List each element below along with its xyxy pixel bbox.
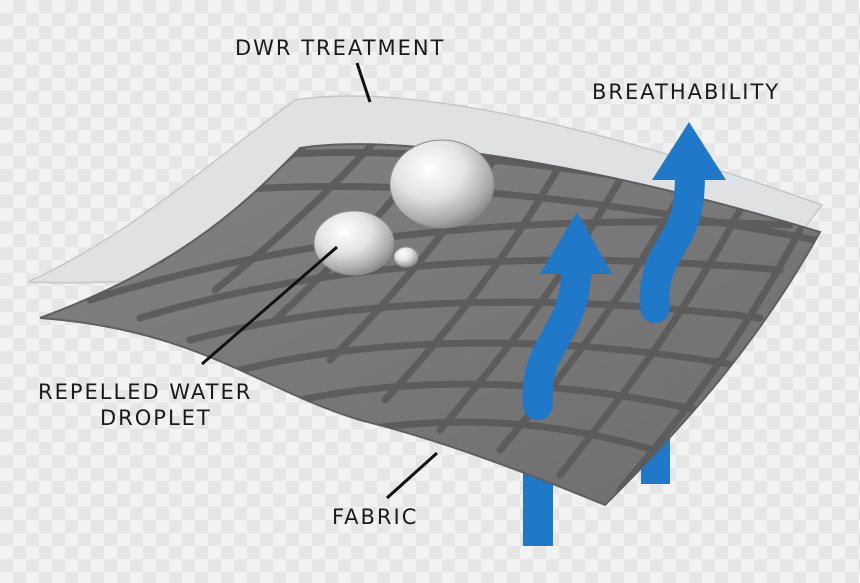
water-droplet-icon [313, 139, 495, 276]
dwr-leader-line [355, 62, 372, 103]
fabric-leader-line [385, 451, 439, 500]
weave-line [356, 418, 674, 459]
weave-line [556, 206, 744, 479]
weave-line [616, 226, 804, 494]
weave-line [496, 191, 684, 454]
fabric-label: FABRIC [332, 505, 418, 529]
weave-line [436, 176, 624, 434]
leader-lines [201, 62, 439, 500]
weave-line [211, 144, 389, 294]
arrow-shaft-left [522, 247, 592, 420]
droplet-label: DROPLET [100, 406, 212, 430]
dwr-treatment-label: DWR TREATMENT [235, 36, 445, 60]
arrow-head-right [652, 122, 726, 180]
small-water-droplet [393, 246, 419, 268]
fabric-layer [39, 143, 822, 507]
medium-water-droplet [313, 210, 395, 276]
repelled-water-label: REPELLED WATER [38, 380, 252, 404]
weave-line [381, 161, 564, 404]
arrow-shaft-right [639, 157, 705, 323]
weave-line [236, 339, 739, 374]
large-water-droplet [389, 139, 495, 229]
weave-line [296, 380, 709, 416]
droplet-leader-line [201, 245, 338, 366]
arrow-head-left [540, 212, 612, 274]
breathability-arrow-icon [522, 122, 726, 420]
breathability-label: BREATHABILITY [592, 80, 780, 104]
